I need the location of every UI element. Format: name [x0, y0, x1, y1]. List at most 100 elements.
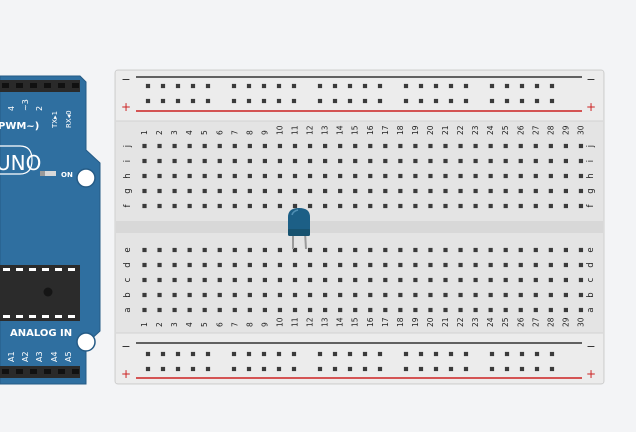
hole[interactable] [205, 98, 211, 104]
hole[interactable] [503, 173, 508, 179]
hole[interactable] [473, 247, 478, 253]
hole[interactable] [247, 262, 252, 268]
hole[interactable] [172, 247, 177, 253]
hole[interactable] [504, 351, 510, 357]
hole[interactable] [232, 188, 237, 194]
hole[interactable] [172, 158, 177, 164]
hole[interactable] [503, 247, 508, 253]
hole[interactable] [261, 351, 267, 357]
hole[interactable] [458, 307, 463, 313]
hole[interactable] [458, 247, 463, 253]
hole[interactable] [433, 98, 439, 104]
hole[interactable] [353, 262, 358, 268]
hole[interactable] [347, 98, 353, 104]
hole[interactable] [323, 173, 328, 179]
hole[interactable] [548, 173, 553, 179]
hole[interactable] [518, 247, 523, 253]
hole[interactable] [231, 98, 237, 104]
hole[interactable] [413, 188, 418, 194]
hole[interactable] [291, 83, 297, 89]
hole[interactable] [413, 203, 418, 209]
hole[interactable] [142, 158, 147, 164]
hole[interactable] [563, 203, 568, 209]
hole[interactable] [383, 158, 388, 164]
hole[interactable] [323, 292, 328, 298]
hole[interactable] [533, 203, 538, 209]
hole[interactable] [428, 203, 433, 209]
hole[interactable] [578, 173, 584, 179]
hole[interactable] [533, 307, 538, 313]
hole[interactable] [533, 262, 538, 268]
hole[interactable] [172, 143, 177, 149]
hole[interactable] [323, 143, 328, 149]
hole[interactable] [398, 292, 403, 298]
hole[interactable] [383, 173, 388, 179]
hole[interactable] [187, 262, 192, 268]
hole[interactable] [433, 351, 439, 357]
hole[interactable] [347, 366, 353, 372]
hole[interactable] [232, 247, 237, 253]
hole[interactable] [277, 158, 283, 164]
hole[interactable] [563, 247, 568, 253]
hole[interactable] [172, 307, 177, 313]
hole[interactable] [292, 143, 298, 149]
hole[interactable] [362, 83, 368, 89]
hole[interactable] [262, 173, 267, 179]
hole[interactable] [398, 307, 403, 313]
hole[interactable] [368, 158, 373, 164]
hole[interactable] [205, 83, 211, 89]
hole[interactable] [262, 143, 267, 149]
hole[interactable] [488, 292, 493, 298]
hole[interactable] [383, 307, 388, 313]
hole[interactable] [307, 307, 313, 313]
hole[interactable] [418, 83, 424, 89]
hole[interactable] [353, 247, 358, 253]
hole[interactable] [187, 203, 192, 209]
hole[interactable] [368, 173, 373, 179]
hole[interactable] [428, 247, 433, 253]
hole[interactable] [563, 292, 568, 298]
hole[interactable] [142, 188, 147, 194]
hole[interactable] [157, 203, 162, 209]
hole[interactable] [519, 351, 525, 357]
hole[interactable] [473, 277, 478, 283]
hole[interactable] [175, 366, 181, 372]
hole[interactable] [262, 158, 267, 164]
hole[interactable] [353, 173, 358, 179]
header-pin[interactable] [44, 369, 51, 374]
hole[interactable] [398, 143, 403, 149]
hole[interactable] [398, 277, 403, 283]
hole[interactable] [443, 143, 448, 149]
hole[interactable] [534, 83, 540, 89]
hole[interactable] [307, 173, 313, 179]
header-pin[interactable] [72, 83, 79, 88]
hole[interactable] [428, 173, 433, 179]
hole[interactable] [473, 188, 478, 194]
hole[interactable] [578, 277, 584, 283]
hole[interactable] [246, 83, 252, 89]
hole[interactable] [217, 277, 222, 283]
hole[interactable] [503, 143, 508, 149]
hole[interactable] [247, 277, 252, 283]
header-pin[interactable] [16, 83, 23, 88]
hole[interactable] [398, 247, 403, 253]
hole[interactable] [563, 143, 568, 149]
hole[interactable] [157, 143, 162, 149]
hole[interactable] [518, 307, 523, 313]
hole[interactable] [145, 351, 151, 357]
hole[interactable] [142, 203, 147, 209]
hole[interactable] [428, 143, 433, 149]
hole[interactable] [368, 247, 373, 253]
hole[interactable] [443, 158, 448, 164]
hole[interactable] [458, 262, 463, 268]
hole[interactable] [549, 83, 555, 89]
hole[interactable] [353, 292, 358, 298]
hole[interactable] [428, 307, 433, 313]
hole[interactable] [353, 277, 358, 283]
hole[interactable] [232, 158, 237, 164]
hole[interactable] [377, 98, 383, 104]
hole[interactable] [413, 143, 418, 149]
hole[interactable] [276, 98, 282, 104]
hole[interactable] [383, 262, 388, 268]
hole[interactable] [247, 143, 252, 149]
